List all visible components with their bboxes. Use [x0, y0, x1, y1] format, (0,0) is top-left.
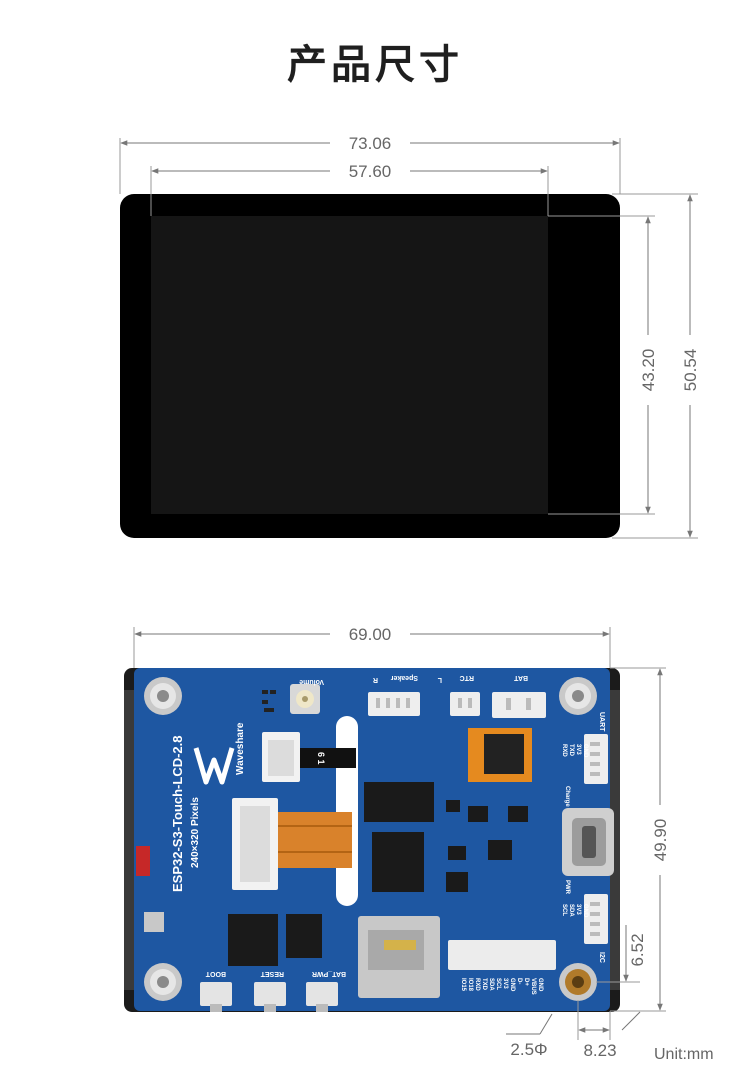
uart-pin-label: RXD [561, 744, 567, 757]
uart-label: UART [598, 712, 605, 732]
header-pin-label: IO18 [467, 978, 473, 992]
header-pin-label: GND [537, 978, 543, 992]
dim-board-width: 69.00 [133, 625, 611, 668]
speaker-label: Speaker [390, 674, 418, 681]
micro-sd-slot [358, 916, 440, 998]
boot-button [200, 982, 232, 1012]
rtc-label: RTC [460, 674, 474, 681]
page-title: 产品尺寸 [287, 42, 463, 88]
i2c-pin-label: GND [582, 904, 588, 918]
lcd-active-area [151, 216, 548, 514]
dim-hole-diameter: 2.5Φ [506, 1013, 553, 1059]
dim-outer-height: 50.54 [612, 193, 700, 539]
volume-label: Volume [299, 678, 324, 685]
mounting-hole-top-right [559, 677, 597, 715]
dim-hole-offset-x: 8.23 [577, 1000, 641, 1060]
speaker-l-label: L [437, 676, 442, 683]
chips [228, 728, 532, 966]
bat-pwr-label: BAT_PWR [312, 970, 346, 977]
header-pin-label: TXD [481, 978, 487, 991]
i2c-pin-label: SCL [561, 904, 567, 916]
header-pin-label: D+ [523, 978, 529, 986]
dim-screen-height: 43.20 [548, 215, 658, 515]
mounting-hole-top-left [144, 677, 182, 715]
header-pin-label: 3V3 [502, 978, 508, 989]
i2c-pin-labels: SCL SDA 3V3 GND [561, 904, 588, 918]
fpc-pin-label: 6 1 [316, 752, 326, 765]
i2c-connector [584, 894, 608, 944]
uart-pin-label: GND [582, 744, 588, 758]
i2c-pin-label: 3V3 [575, 904, 581, 915]
bat-connector [492, 692, 546, 718]
unit-label: Unit:mm [654, 1046, 714, 1063]
bat-label: BAT [513, 674, 528, 681]
dim-hole-offset-y-label: 6.52 [628, 933, 647, 966]
speaker-connector [368, 692, 420, 716]
uart-pin-labels: RXD TXD 3V3 GND [561, 744, 588, 758]
header-pin-label: SDA [488, 978, 494, 991]
product-name-label: ESP32-S3-Touch-LCD-2.8 [170, 735, 185, 892]
resolution-label: 240×320 Pixels [190, 797, 201, 868]
bat-pwr-button [306, 982, 338, 1012]
mounting-hole-bottom-right [559, 963, 597, 1001]
antenna-connector [144, 912, 164, 932]
mounting-hole-bottom-left [144, 963, 182, 1001]
dim-screen-width-label: 57.60 [349, 162, 392, 181]
dim-screen-width: 57.60 [150, 162, 549, 216]
volume-knob [290, 684, 320, 714]
dim-hole-offset-y: 6.52 [596, 925, 647, 983]
header-pin-label: SCL [495, 978, 501, 990]
dim-board-height: 49.90 [610, 667, 670, 1012]
dim-board-height-label: 49.90 [651, 819, 670, 862]
dim-screen-height-label: 43.20 [639, 349, 658, 392]
dim-outer-height-label: 50.54 [681, 349, 700, 392]
dim-hole-offset-x-label: 8.23 [583, 1041, 616, 1060]
dim-board-width-label: 69.00 [349, 625, 392, 644]
header-pin-label: GND [509, 978, 515, 992]
usb-c-port [562, 808, 614, 876]
header-pin-label: VBUS [530, 978, 536, 995]
dim-outer-width: 73.06 [119, 134, 621, 194]
waveshare-logo-icon [193, 747, 235, 785]
pwr-label: PWR [564, 880, 570, 895]
header-pin-labels: IO15 IO18 RXD TXD SDA SCL 3V3 GND D- D+ … [460, 978, 543, 995]
uart-pin-label: 3V3 [575, 744, 581, 755]
brand-label: Waveshare [235, 722, 246, 775]
touch-fpc-connector [262, 732, 356, 782]
charge-label: Charge [564, 786, 570, 807]
pcb-board: Waveshare ESP32-S3-Touch-LCD-2.8 240×320… [134, 668, 614, 1012]
board-slot [336, 716, 358, 906]
dim-outer-width-label: 73.06 [349, 134, 392, 153]
header-pin-label: IO15 [460, 978, 466, 992]
rtc-connector [450, 692, 480, 716]
i2c-label: I2C [598, 952, 605, 963]
uart-pin-label: TXD [568, 744, 574, 757]
lcd-front-view [120, 194, 620, 538]
header-pin-label: RXD [474, 978, 480, 991]
reset-button [254, 982, 286, 1012]
expansion-connector [448, 940, 556, 970]
speaker-r-label: R [373, 676, 378, 683]
header-pin-label: D- [516, 978, 522, 984]
reset-label: RESET [260, 970, 284, 977]
lcd-fpc-connector [232, 798, 352, 890]
i2c-pin-label: SDA [568, 904, 574, 917]
uart-connector [584, 734, 608, 784]
boot-label: BOOT [205, 970, 226, 977]
dim-hole-diameter-label: 2.5Φ [510, 1040, 547, 1059]
